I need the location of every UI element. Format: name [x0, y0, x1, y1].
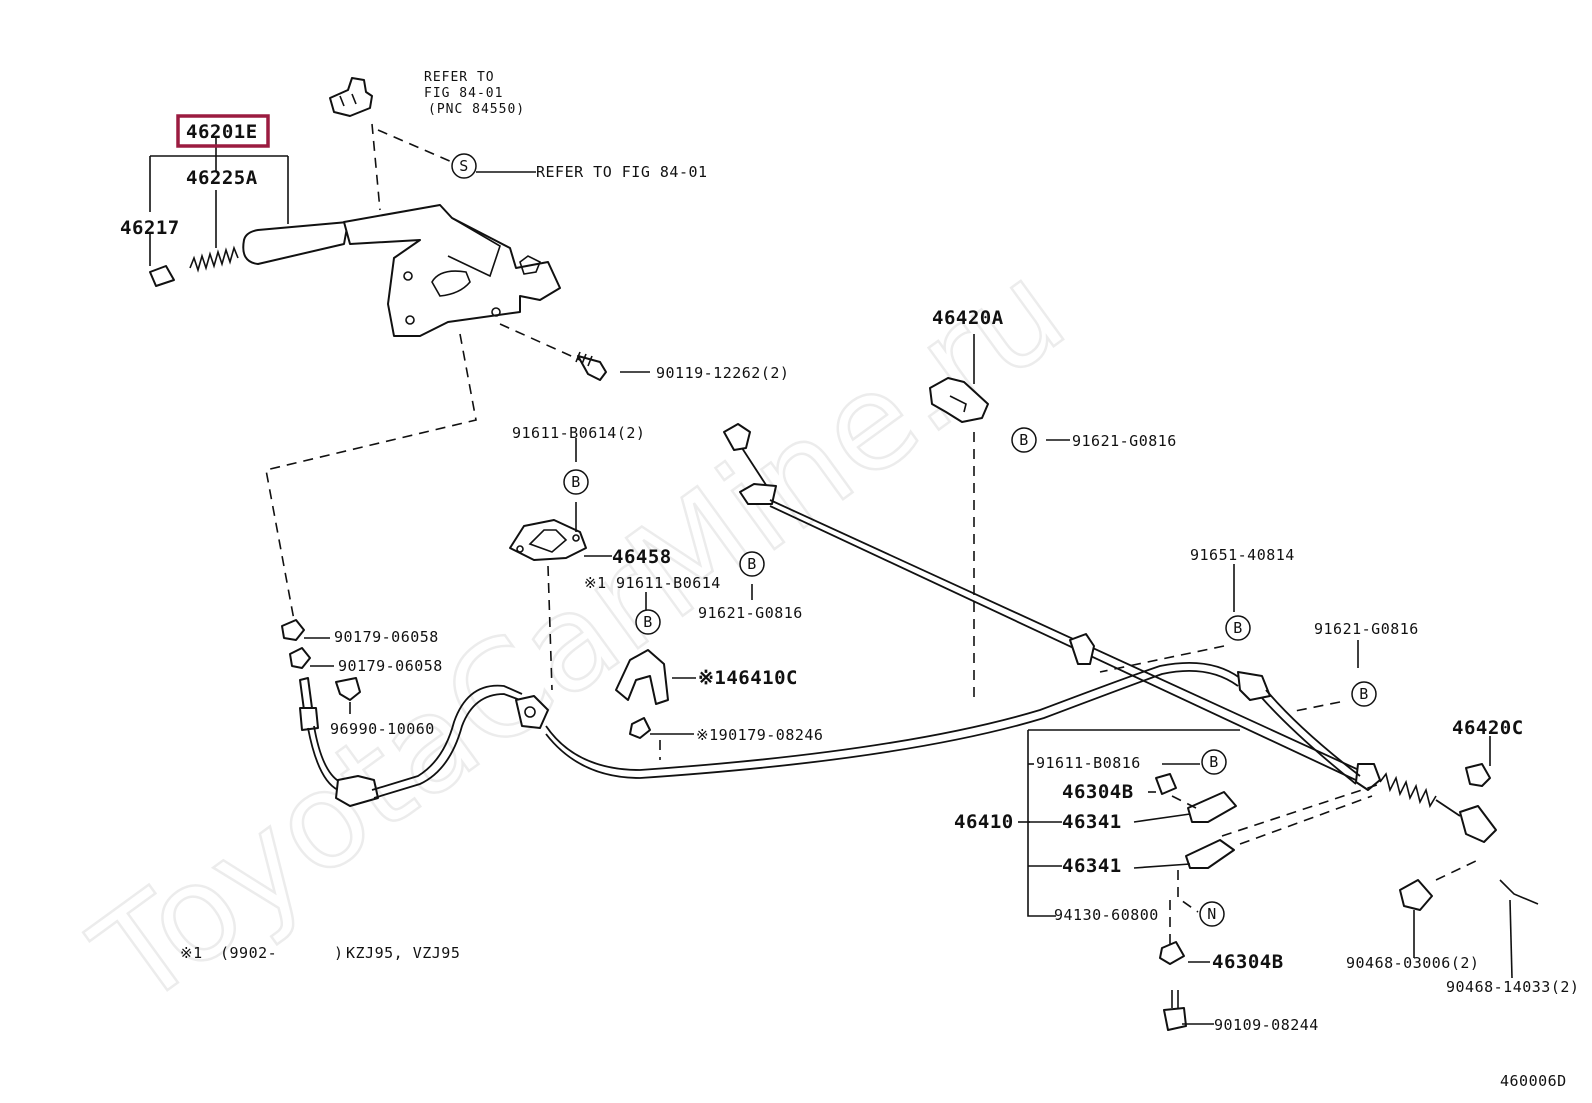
- label-90179-06058-a[interactable]: 90179-06058: [334, 628, 439, 646]
- clip-46420C-part: [1465, 763, 1491, 787]
- label-90179-06058-b[interactable]: 90179-06058: [338, 657, 443, 675]
- circle-b-symbol-91651: B: [1225, 615, 1251, 641]
- label-91611-B0614-mid[interactable]: 91611-B0614: [616, 574, 721, 592]
- circle-b-symbol-91621-mid: B: [739, 551, 765, 577]
- label-46420A[interactable]: 46420A: [932, 307, 1004, 329]
- cushion-46304B-bottom-part: [1159, 941, 1185, 965]
- label-46420C[interactable]: 46420C: [1452, 717, 1524, 739]
- label-90109-08244[interactable]: 90109-08244: [1214, 1016, 1319, 1034]
- footnote: ※1 (9902- ) KZJ95, VZJ95: [180, 944, 460, 962]
- label-91611-B0816[interactable]: 91611-B0816: [1036, 754, 1141, 772]
- label-46458[interactable]: 46458: [612, 546, 672, 568]
- refer-note: REFER TO FIG 84-01 (PNC 84550): [424, 70, 525, 117]
- label-90468-14033[interactable]: 90468-14033(2): [1446, 978, 1579, 996]
- label-90119-12262[interactable]: 90119-12262(2): [656, 364, 789, 382]
- label-91621-G0816-top[interactable]: 91621-G0816: [1072, 432, 1177, 450]
- footnote-mark: ※1: [180, 944, 203, 962]
- label-46410C[interactable]: ※146410C: [698, 667, 798, 689]
- nut-90179-b-part: [289, 647, 311, 669]
- clip-46410C-part: [615, 649, 669, 705]
- label-46410[interactable]: 46410: [954, 811, 1014, 833]
- label-46217[interactable]: 46217: [120, 217, 180, 239]
- cushion-46304B-top-part: [1155, 773, 1177, 795]
- clamp-90468-03006-part: [1399, 879, 1433, 911]
- label-91611-B0614-mark: ※1: [584, 574, 607, 592]
- label-46341-b[interactable]: 46341: [1062, 855, 1122, 877]
- plate-46458-part: [509, 519, 587, 561]
- clamp-90468-14033-part: [1499, 879, 1539, 905]
- circle-n-symbol: N: [1199, 901, 1225, 927]
- clip-96990-part: [335, 677, 361, 701]
- label-91651-40814[interactable]: 91651-40814: [1190, 546, 1295, 564]
- label-46201E[interactable]: 46201E: [186, 121, 258, 143]
- label-94130-60800[interactable]: 94130-60800: [1054, 906, 1159, 924]
- label-91621-G0816-right[interactable]: 91621-G0816: [1314, 620, 1419, 638]
- circle-b-symbol-91611-top: B: [563, 469, 589, 495]
- label-46304B-top[interactable]: 46304B: [1062, 781, 1134, 803]
- rear-cable-spring-part: [1379, 772, 1497, 843]
- bolt-90119-part: [575, 351, 607, 381]
- footnote-close: ): [334, 944, 344, 962]
- refer-note-line3: (PNC 84550): [428, 102, 525, 117]
- circle-b-symbol-91611-mid: B: [635, 609, 661, 635]
- circle-b-symbol-91621-right: B: [1351, 681, 1377, 707]
- bracket-46341-b-part: [1185, 839, 1235, 869]
- label-91621-G0816-mid[interactable]: 91621-G0816: [698, 604, 803, 622]
- footnote-range: (9902-: [220, 944, 277, 962]
- svg-text:S: S: [459, 157, 469, 175]
- circle-b-symbol-top: B: [1011, 427, 1037, 453]
- bracket-46341-a-part: [1187, 791, 1237, 823]
- leader-lines: [149, 123, 1513, 1025]
- left-rear-cable-part: [299, 661, 1361, 807]
- diagram-code: 460006D: [1500, 1072, 1567, 1090]
- svg-text:B: B: [1019, 431, 1029, 449]
- lever-button-part: [149, 265, 175, 287]
- circle-b-symbol-91611-0816: B: [1201, 749, 1227, 775]
- svg-text:B: B: [1359, 685, 1369, 703]
- footnote-models: KZJ95, VZJ95: [346, 944, 460, 962]
- label-46341-a[interactable]: 46341: [1062, 811, 1122, 833]
- bolt-90109-part: [1163, 990, 1187, 1031]
- svg-text:N: N: [1207, 905, 1217, 923]
- highlight-box: [176, 114, 270, 148]
- brake-switch-part: [329, 77, 373, 117]
- label-91611-B0614-top[interactable]: 91611-B0614(2): [512, 424, 645, 442]
- svg-text:B: B: [1233, 619, 1243, 637]
- label-96990-10060[interactable]: 96990-10060: [330, 720, 435, 738]
- bracket-46420A-part: [929, 377, 989, 423]
- svg-text:B: B: [1209, 753, 1219, 771]
- circle-s-symbol: S: [451, 153, 477, 179]
- label-90468-03006[interactable]: 90468-03006(2): [1346, 954, 1479, 972]
- lever-spring-part: [189, 245, 239, 273]
- nut-90179-08246-part: [629, 717, 651, 739]
- label-90179-08246[interactable]: ※190179-08246: [696, 726, 823, 744]
- label-46225A[interactable]: 46225A: [186, 167, 258, 189]
- label-46304B-bottom[interactable]: 46304B: [1212, 951, 1284, 973]
- nut-90179-a-part: [281, 619, 305, 641]
- svg-text:B: B: [747, 555, 757, 573]
- svg-text:B: B: [571, 473, 581, 491]
- svg-text:B: B: [643, 613, 653, 631]
- parking-brake-lever-part: [242, 204, 561, 337]
- refer-note-line2: FIG 84-01: [424, 86, 503, 101]
- s-note-text: REFER TO FIG 84-01: [536, 163, 708, 181]
- refer-note-line1: REFER TO: [424, 70, 495, 85]
- front-cable-part: [723, 423, 1381, 791]
